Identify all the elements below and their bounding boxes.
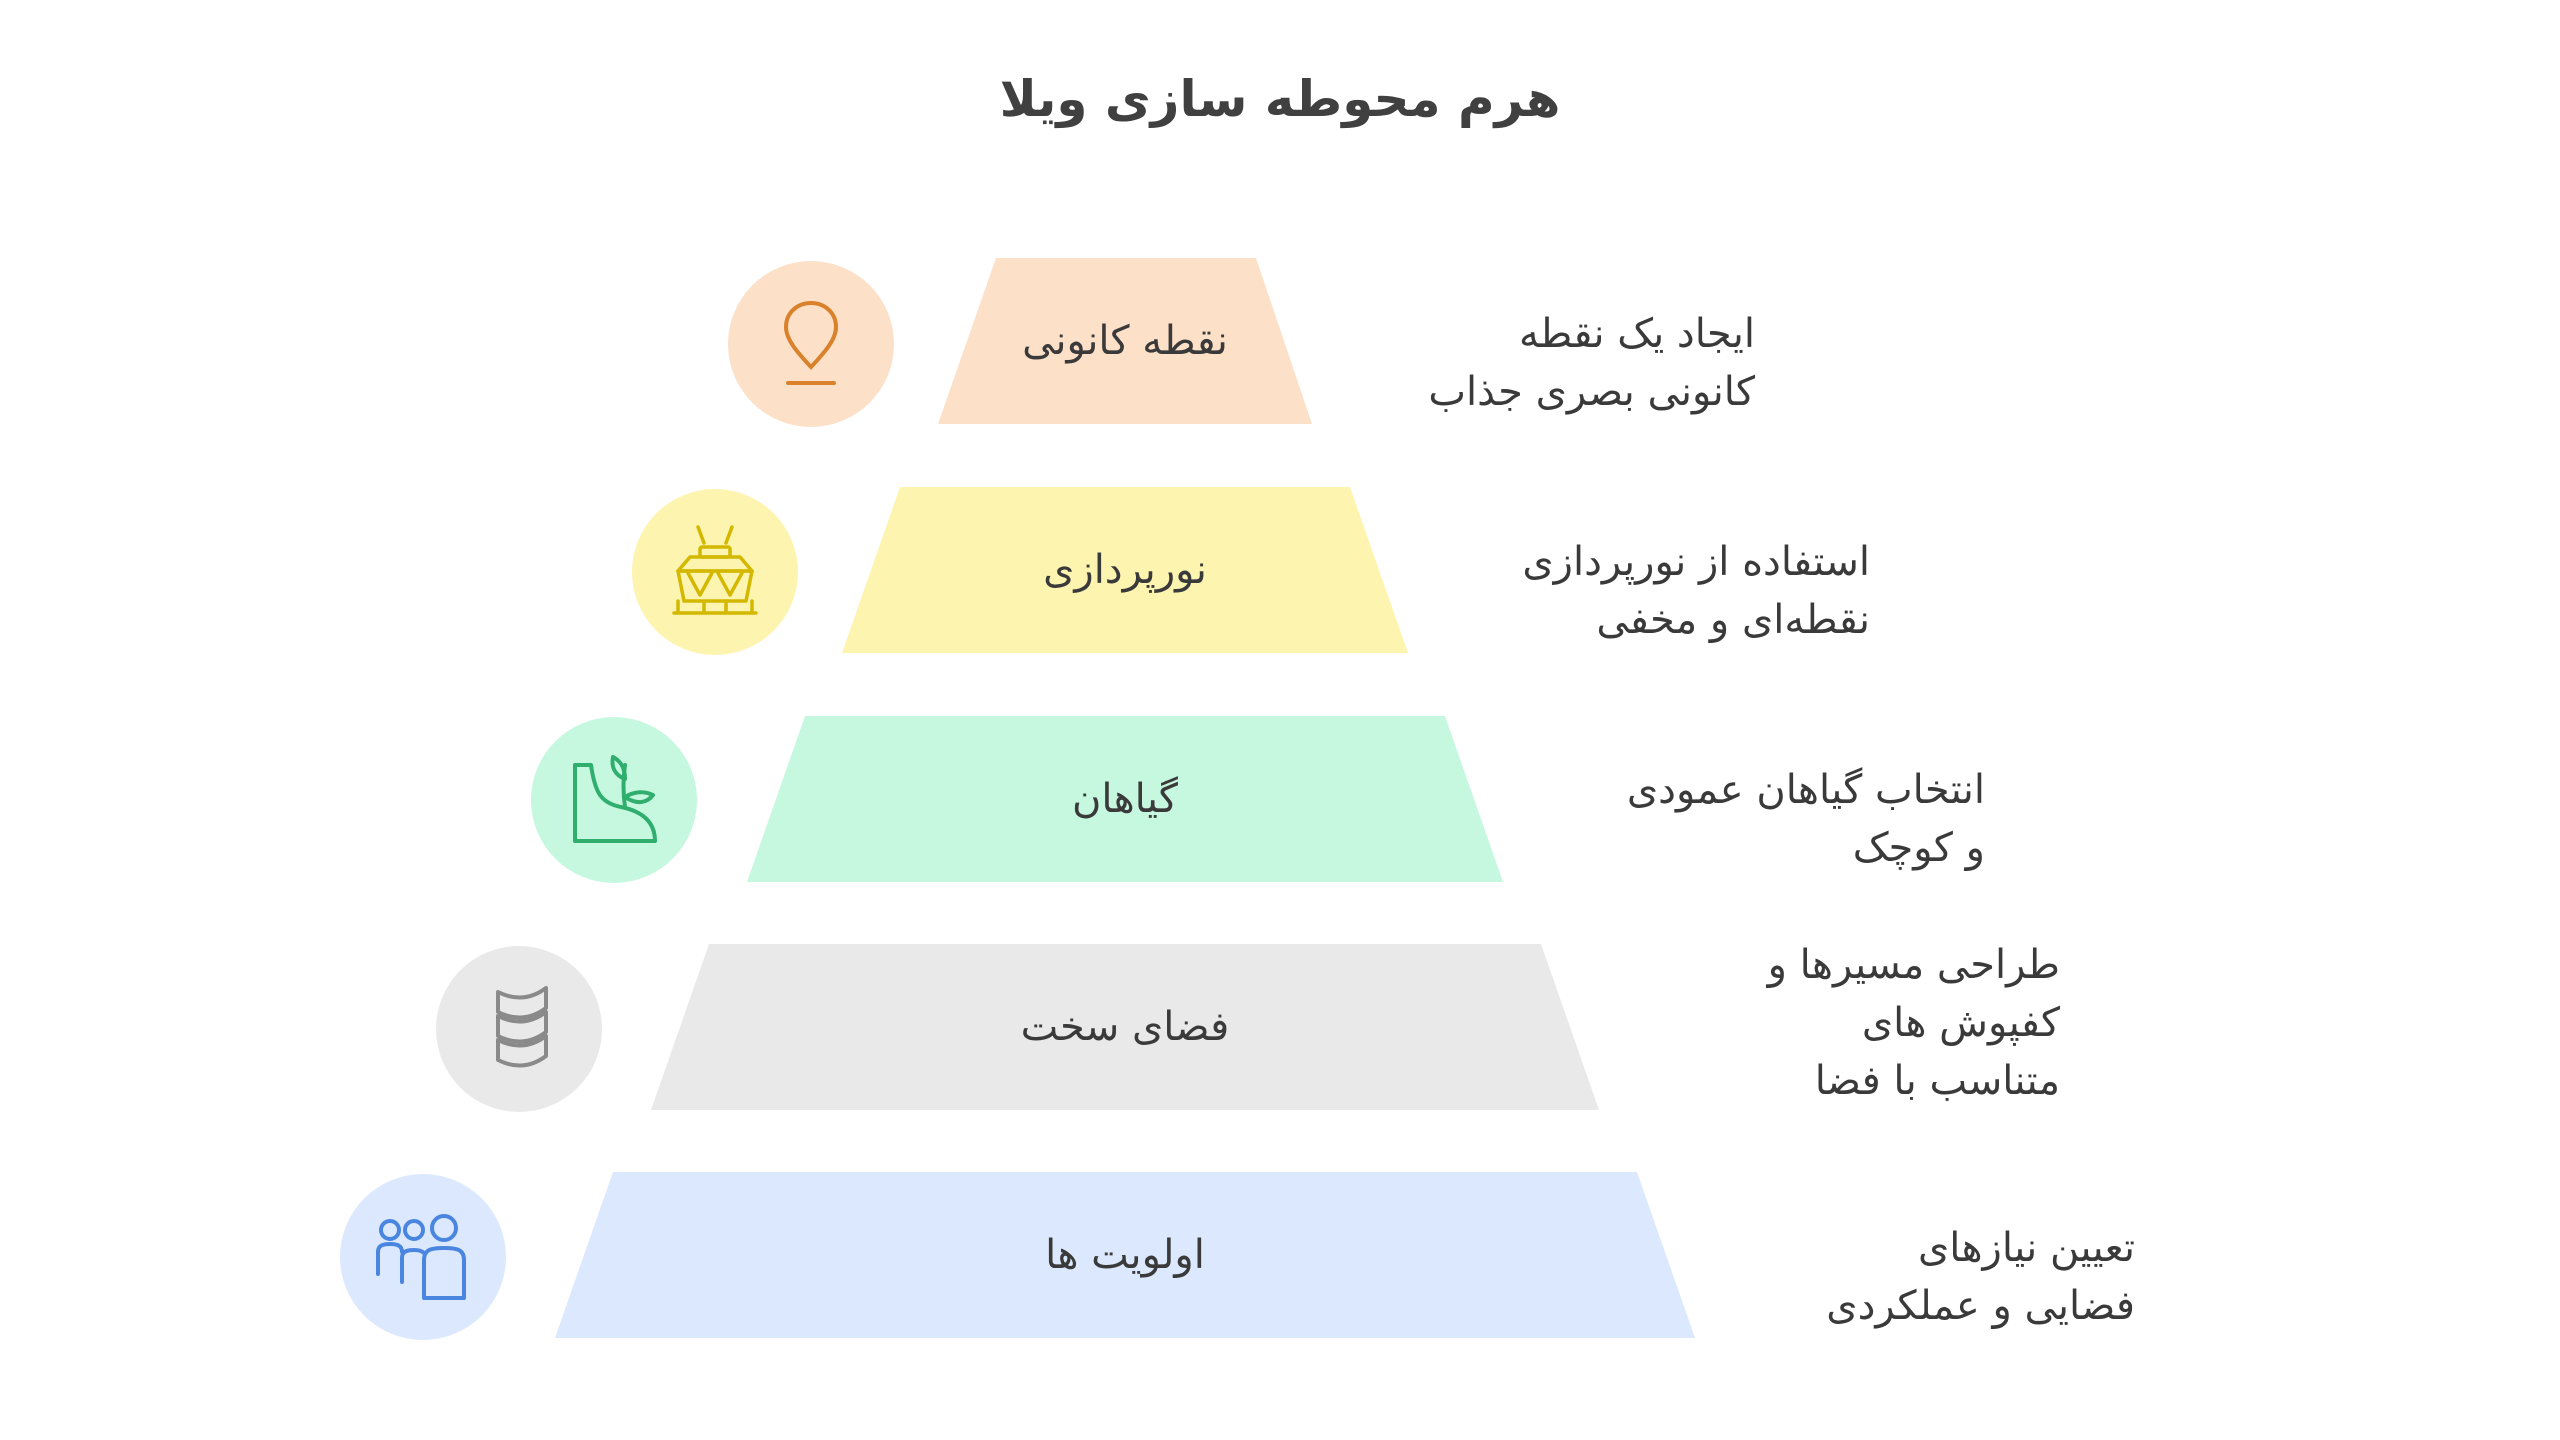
level-description-priorities: تعیین نیازهای فضایی و عملکردی — [1826, 1225, 2135, 1329]
level-description-plants: انتخاب گیاهان عمودی و کوچک — [1626, 767, 1985, 871]
trapezoid-priorities: اولویت ها — [555, 1172, 1695, 1338]
level-description-lighting: استفاده از نورپردازی نقطه‌ای و مخفی — [1522, 539, 1870, 643]
stacked-layers-icon — [496, 986, 548, 1068]
plant-icon — [573, 755, 657, 843]
level-label-hardscape: فضای سخت — [1020, 1004, 1230, 1050]
level-label-priorities: اولویت ها — [1045, 1232, 1205, 1278]
trapezoid-lighting: نورپردازی — [842, 487, 1408, 653]
level-label-focal-point: نقطه کانونی — [1022, 318, 1228, 364]
plants-icon-circle — [531, 717, 697, 883]
level-description-hardscape: طراحی مسیرها و کفپوش های متناسب با فضا — [1767, 942, 2060, 1104]
hardscape-icon-circle — [436, 946, 602, 1112]
trapezoid-hardscape: فضای سخت — [651, 944, 1599, 1110]
lighting-icon-circle — [632, 489, 798, 655]
level-label-plants: گیاهان — [1072, 776, 1178, 822]
priorities-icon-circle — [340, 1174, 506, 1340]
map-pin-icon — [783, 300, 839, 385]
level-label-lighting: نورپردازی — [1043, 547, 1207, 593]
family-icon — [376, 1214, 466, 1300]
level-description-focal-point: ایجاد یک نقطه کانونی بصری جذاب — [1428, 311, 1755, 415]
focal-point-icon-circle — [728, 261, 894, 427]
diagram-title: هرم محوطه سازی ویلا — [999, 70, 1561, 128]
light-fixture-icon — [672, 525, 758, 615]
trapezoid-plants: گیاهان — [747, 716, 1503, 882]
trapezoid-focal-point: نقطه کانونی — [938, 258, 1312, 424]
